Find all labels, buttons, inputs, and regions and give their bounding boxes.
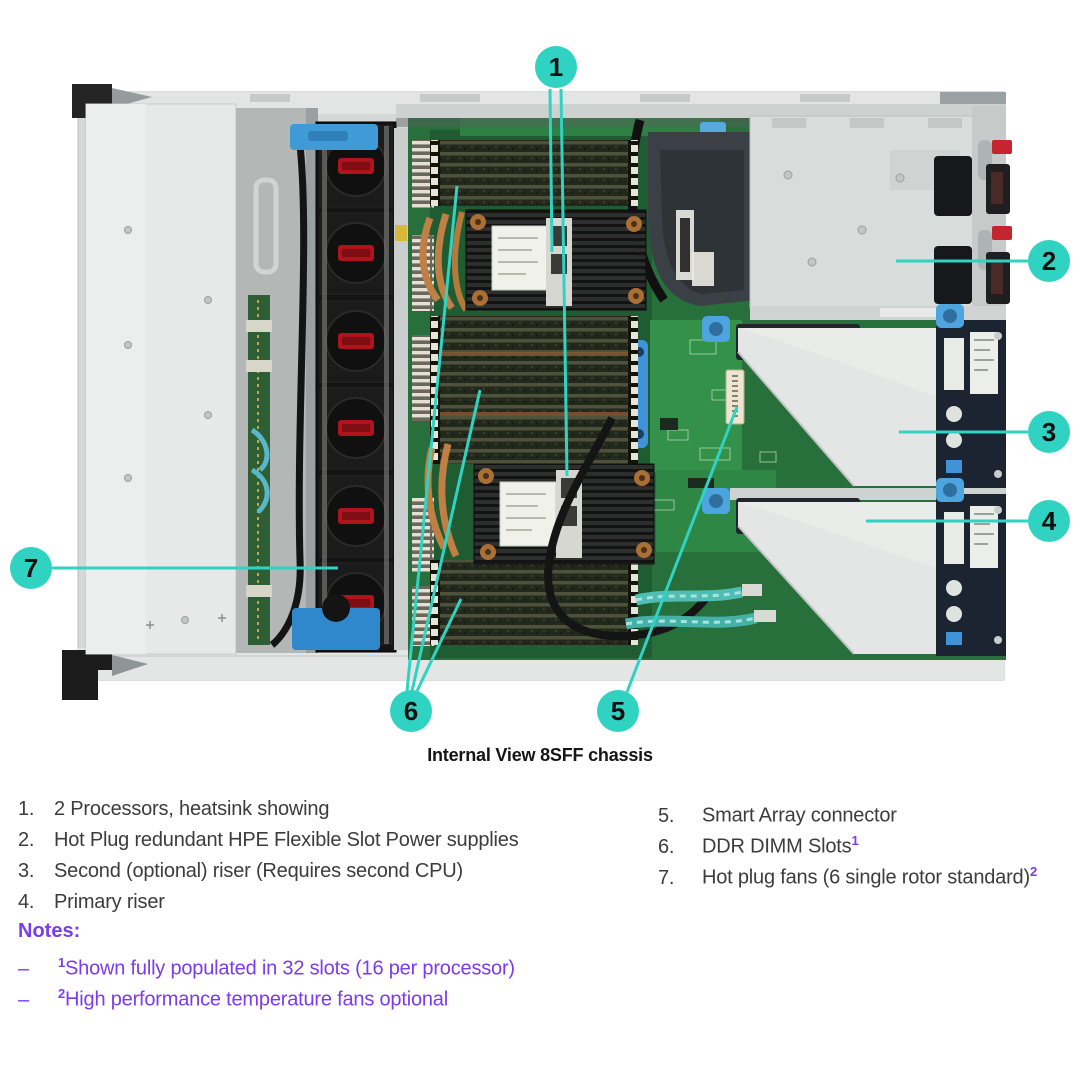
notes-list: – 1Shown fully populated in 32 slots (16… — [18, 947, 515, 1011]
fan-module — [319, 125, 393, 208]
note-dash: – — [18, 988, 29, 1011]
fan-cage-latch-bottom — [292, 594, 380, 650]
callout-3: 3 — [1028, 411, 1070, 453]
note-text: 1Shown fully populated in 32 slots (16 p… — [58, 955, 515, 980]
mounting-ear-bottom-left — [62, 650, 148, 700]
legend-item-text: DDR DIMM Slots1 — [702, 833, 859, 858]
fan-module — [319, 475, 393, 558]
legend-item-number: 7. — [658, 866, 675, 889]
cpu1-heatsink — [424, 443, 655, 565]
legend-item-number: 6. — [658, 835, 675, 858]
legend-item-text: 2 Processors, heatsink showing — [54, 798, 330, 820]
callout-6: 6 — [390, 690, 432, 732]
drive-bay-cover — [85, 103, 237, 655]
fan-module — [319, 212, 393, 295]
dimm-bank-top — [430, 140, 638, 206]
legend-item-number: 5. — [658, 804, 675, 827]
fan-board-rail — [394, 128, 408, 650]
legend-item-5: 5. Smart Array connector — [658, 794, 1068, 827]
footnote-ref-1: 1 — [851, 833, 859, 848]
fan-bank — [290, 121, 408, 653]
legend-item-number: 2. — [18, 829, 35, 851]
callout-7: 7 — [10, 547, 52, 589]
figure-caption: Internal View 8SFF chassis — [427, 745, 653, 765]
callout-5: 5 — [597, 690, 639, 732]
callout-1: 1 — [535, 46, 577, 88]
psu-release-tab — [992, 140, 1012, 154]
legend-item-3: 3. Second (optional) riser (Requires sec… — [18, 856, 638, 887]
power-connector-bank — [412, 140, 434, 208]
callout-line-6c — [415, 598, 463, 692]
dimm-banks — [430, 140, 638, 645]
fan-cage-latch-top — [290, 124, 378, 150]
legend-item-number: 4. — [18, 891, 35, 913]
note-item-1: – 1Shown fully populated in 32 slots (16… — [18, 947, 515, 980]
callout-line-5 — [625, 406, 739, 693]
fan-module — [319, 387, 393, 470]
cpu2-heatsink — [419, 209, 647, 312]
server-internal-illustration — [52, 84, 1028, 700]
legend-item-text: Hot Plug redundant HPE Flexible Slot Pow… — [54, 829, 519, 851]
note-text: 2High performance temperature fans optio… — [58, 986, 448, 1011]
drive-backplane-section — [236, 108, 318, 653]
air-baffle — [627, 118, 756, 306]
psu-release-tab — [992, 226, 1012, 240]
legend-item-1: 1. 2 Processors, heatsink showing — [18, 794, 638, 825]
callout-line-6a — [405, 185, 459, 692]
note-dash: – — [18, 957, 29, 980]
cables — [543, 416, 776, 641]
note-item-2: – 2High performance temperature fans opt… — [18, 978, 515, 1011]
black-cable — [543, 416, 710, 641]
callout-line-6b — [410, 389, 482, 692]
fan-module — [319, 300, 393, 383]
legend-item-text: Hot plug fans (6 single rotor standard)2 — [702, 864, 1037, 889]
callout-line-1a — [548, 88, 554, 253]
legend-item-7: 7. Hot plug fans (6 single rotor standar… — [658, 856, 1068, 889]
dimm-bank-middle — [430, 316, 638, 464]
legend-item-text: Primary riser — [54, 891, 165, 913]
callout-line-1b — [559, 88, 569, 477]
secondary-riser — [702, 304, 1006, 488]
legend-item-2: 2. Hot Plug redundant HPE Flexible Slot … — [18, 825, 638, 856]
callout-4: 4 — [1028, 500, 1070, 542]
smart-array-connector — [725, 369, 745, 425]
legend-item-number: 1. — [18, 798, 35, 820]
footnote-marker-1: 1 — [58, 955, 66, 970]
legend-item-text: Second (optional) riser (Requires second… — [54, 860, 463, 882]
callout-2: 2 — [1028, 240, 1070, 282]
psu-1 — [934, 140, 1012, 216]
legend-item-number: 3. — [18, 860, 35, 882]
sas-cable-small — [250, 427, 270, 472]
notes-label: Notes: — [18, 920, 81, 942]
footnote-ref-2: 2 — [1029, 864, 1037, 879]
callout-lines — [52, 88, 1028, 693]
legend-left-column: 1. 2 Processors, heatsink showing 2. Hot… — [18, 794, 638, 918]
power-supply-cage — [749, 106, 1012, 320]
legend-item-6: 6. DDR DIMM Slots1 — [658, 825, 1068, 858]
legend-right-column: 5. Smart Array connector 6. DDR DIMM Slo… — [658, 794, 1068, 889]
footnote-marker-2: 2 — [58, 986, 66, 1001]
legend-item-text: Smart Array connector — [702, 804, 897, 827]
legend-item-4: 4. Primary riser — [18, 887, 638, 918]
